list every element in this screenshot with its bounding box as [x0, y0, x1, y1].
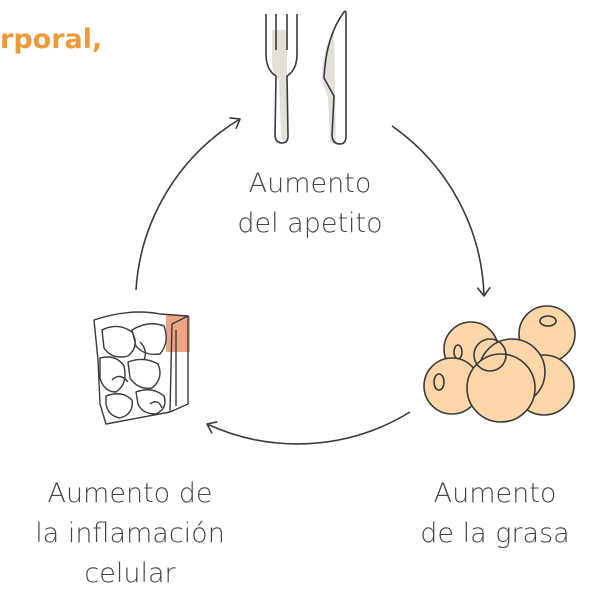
node-label-line: del apetito: [237, 208, 383, 239]
node-label-line: Aumento de: [47, 478, 213, 509]
arrow-fat-to-inflammation: [206, 411, 411, 445]
inflamed-tissue-icon: [93, 311, 190, 425]
node-label-fat: Aumento de la grasa: [395, 474, 595, 554]
title-fragment: rporal,: [0, 24, 103, 55]
fork-knife-icon: [265, 10, 347, 145]
node-label-inflammation: Aumento de la inflamación celular: [0, 474, 260, 594]
node-label-line: celular: [84, 558, 176, 589]
node-label-line: de la grasa: [420, 518, 570, 549]
node-label-appetite: Aumento del apetito: [210, 164, 410, 244]
fat-cells-icon: [423, 305, 576, 423]
arrow-inflammation-to-appetite: [135, 117, 241, 291]
node-label-line: la inflamación: [35, 518, 225, 549]
arrow-appetite-to-fat: [391, 125, 491, 297]
node-label-line: Aumento: [433, 478, 557, 509]
node-label-line: Aumento: [248, 168, 372, 199]
